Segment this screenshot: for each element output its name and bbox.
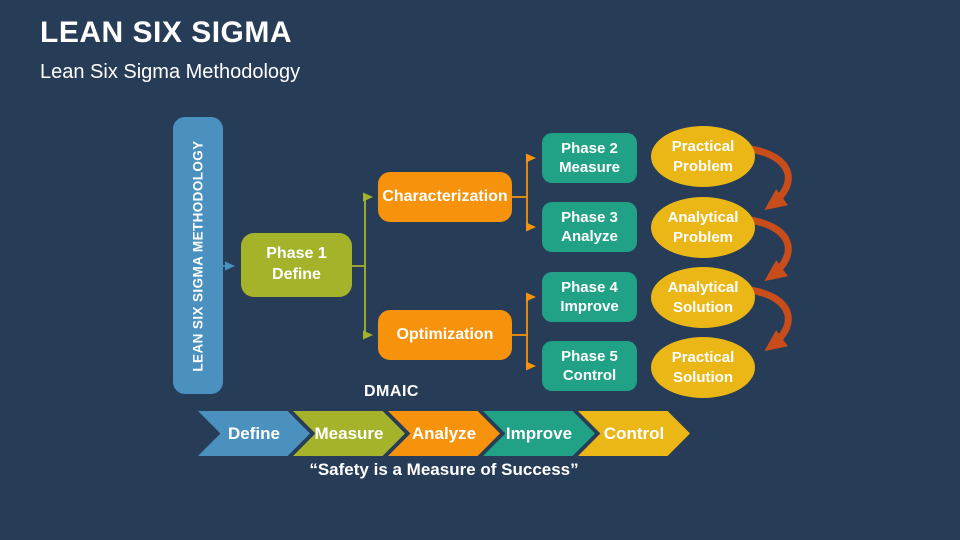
curved-arrow-practical-to-analytical-problem-icon [749,145,792,211]
dmaic-label: DMAIC [364,383,419,400]
ellipse-analytical-solution: Analytical Solution [651,267,755,328]
phase1-line2: Define [272,266,321,283]
optimization-label: Optimization [396,325,494,343]
node-characterization: Characterization [378,172,512,222]
methodology-vertical-bar-label: LEAN SIX SIGMA METHODOLOGY [190,139,206,372]
analytical-problem-line1: Analytical [667,209,739,226]
characterization-label: Characterization [382,187,508,205]
chevron-measure-label: Measure [314,423,384,443]
phase1-line1: Phase 1 [266,245,327,263]
curved-arrow-analytical-to-practical-solution-icon [749,286,792,352]
node-phase4-improve: Phase 4 Improve [542,272,637,322]
analytical-problem-line2: Problem [672,228,733,246]
slide-subtitle: Lean Six Sigma Methodology [40,61,301,83]
phase2-line2: Measure [559,159,620,176]
practical-solution-line2: Solution [673,368,733,386]
node-optimization: Optimization [378,310,512,360]
phase5-line1: Phase 5 [561,347,618,365]
slide-title: LEAN SIX SIGMA [40,16,293,49]
practical-problem-line1: Practical [671,138,735,155]
chevron-define: Define [198,411,310,456]
phase3-line2: Analyze [561,228,618,245]
phase5-line2: Control [562,367,617,384]
ellipse-practical-problem: Practical Problem [651,126,755,187]
phase3-line1: Phase 3 [561,208,618,226]
node-phase3-analyze: Phase 3 Analyze [542,202,637,252]
chevron-define-label: Define [228,423,280,443]
chevron-improve: Improve [483,411,595,456]
analytical-solution-line2: Solution [673,298,733,316]
practical-solution-line1: Practical [671,349,735,366]
methodology-vertical-bar: LEAN SIX SIGMA METHODOLOGY [173,117,223,394]
connector-phase1-split [352,197,366,335]
connector-optimization-split [512,297,528,366]
practical-problem-line2: Problem [672,157,733,175]
phase4-line1: Phase 4 [561,278,618,296]
ellipse-practical-solution: Practical Solution [651,337,755,398]
node-phase1-define: Phase 1 Define [241,233,352,297]
ellipse-analytical-problem: Analytical Problem [651,197,755,258]
node-phase2-measure: Phase 2 Measure [542,133,637,183]
chevron-control-label: Control [603,423,665,443]
node-phase5-control: Phase 5 Control [542,341,637,391]
phase2-line1: Phase 2 [561,139,618,157]
chevron-improve-label: Improve [505,423,573,443]
analytical-solution-line1: Analytical [667,279,739,296]
chevron-analyze-label: Analyze [411,423,477,443]
safety-quote: “Safety is a Measure of Success” [309,460,579,479]
connector-characterization-split [512,158,528,227]
curved-arrow-analytical-problem-to-solution-icon [749,216,792,282]
phase4-line2: Improve [560,298,619,315]
